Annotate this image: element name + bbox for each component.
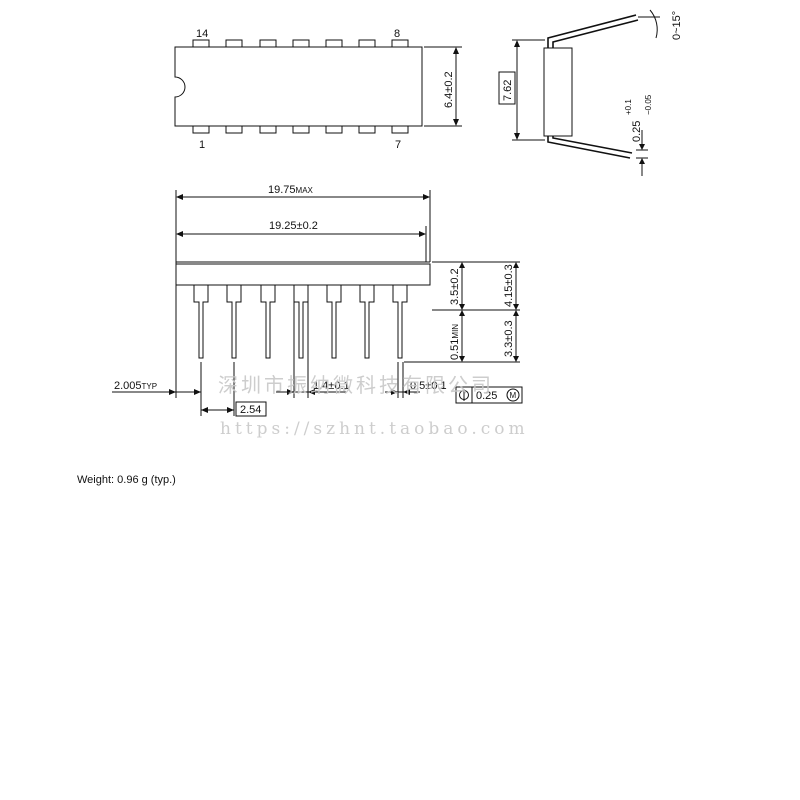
pitch-dimension: 2.54 xyxy=(240,404,261,416)
end-offset-value: 2.005 xyxy=(114,380,142,392)
svg-text:2.005TYP: 2.005TYP xyxy=(114,380,157,392)
watermark-cn: 深圳市振纳微科技有限公司 xyxy=(218,373,494,397)
svg-text:0.51MIN: 0.51MIN xyxy=(449,324,461,360)
side-view: 7.62 0~15° 0.25 +0.1 −0.05 xyxy=(498,9,683,176)
svg-text:19.75MAX: 19.75MAX xyxy=(268,184,314,196)
front-leads xyxy=(193,285,408,359)
length-max-value: 19.75 xyxy=(268,184,296,196)
length-max-suffix: MAX xyxy=(296,186,314,195)
position-tolerance-frame: 0.25 M xyxy=(455,386,523,404)
lead-thickness-tol-plus: +0.1 xyxy=(624,99,633,115)
bottom-pins xyxy=(192,125,409,134)
body-height-dimension: 3.5±0.2 xyxy=(449,268,461,305)
top-view: 14 8 1 7 6.4±0.2 xyxy=(174,28,462,151)
front-view: 19.75MAX 19.25±0.2 3.5±0.2 4.15±0.3 xyxy=(112,184,523,417)
overall-height-dimension: 4.15±0.3 xyxy=(503,264,515,307)
pin-label-8: 8 xyxy=(394,28,400,40)
side-view-body xyxy=(543,47,573,137)
lead-thickness: 0.25 xyxy=(631,121,643,142)
row-spacing-dimension: 7.62 xyxy=(502,80,514,101)
width-dimension: 6.4±0.2 xyxy=(443,71,455,108)
front-view-body xyxy=(175,263,431,286)
standoff-suffix: MIN xyxy=(451,324,460,339)
top-pins xyxy=(192,39,409,48)
shoulder-width-dimension: 1.4±0.1 xyxy=(313,380,350,392)
position-tolerance-value: 0.25 xyxy=(476,390,497,402)
top-view-body xyxy=(174,46,423,127)
tolerance-modifier: M xyxy=(510,391,517,400)
standoff-value: 0.51 xyxy=(449,339,461,360)
lead-angle: 0~15° xyxy=(671,11,683,40)
watermark-url: https://szhnt.taobao.com xyxy=(220,419,529,439)
watermark: 深圳市振纳微科技有限公司 https://szhnt.taobao.com xyxy=(218,373,529,439)
end-offset-suffix: TYP xyxy=(142,382,158,391)
lead-thickness-tol-minus: −0.05 xyxy=(644,94,653,115)
lead-length-dimension: 3.3±0.3 xyxy=(503,320,515,357)
body-length-dimension: 19.25±0.2 xyxy=(269,220,318,232)
pin-label-7: 7 xyxy=(395,139,401,151)
pin-label-1: 1 xyxy=(199,139,205,151)
lead-width-dimension: 0.5±0.1 xyxy=(410,380,447,392)
weight-note: Weight: 0.96 g (typ.) xyxy=(77,474,176,486)
pin-label-14: 14 xyxy=(196,28,208,40)
